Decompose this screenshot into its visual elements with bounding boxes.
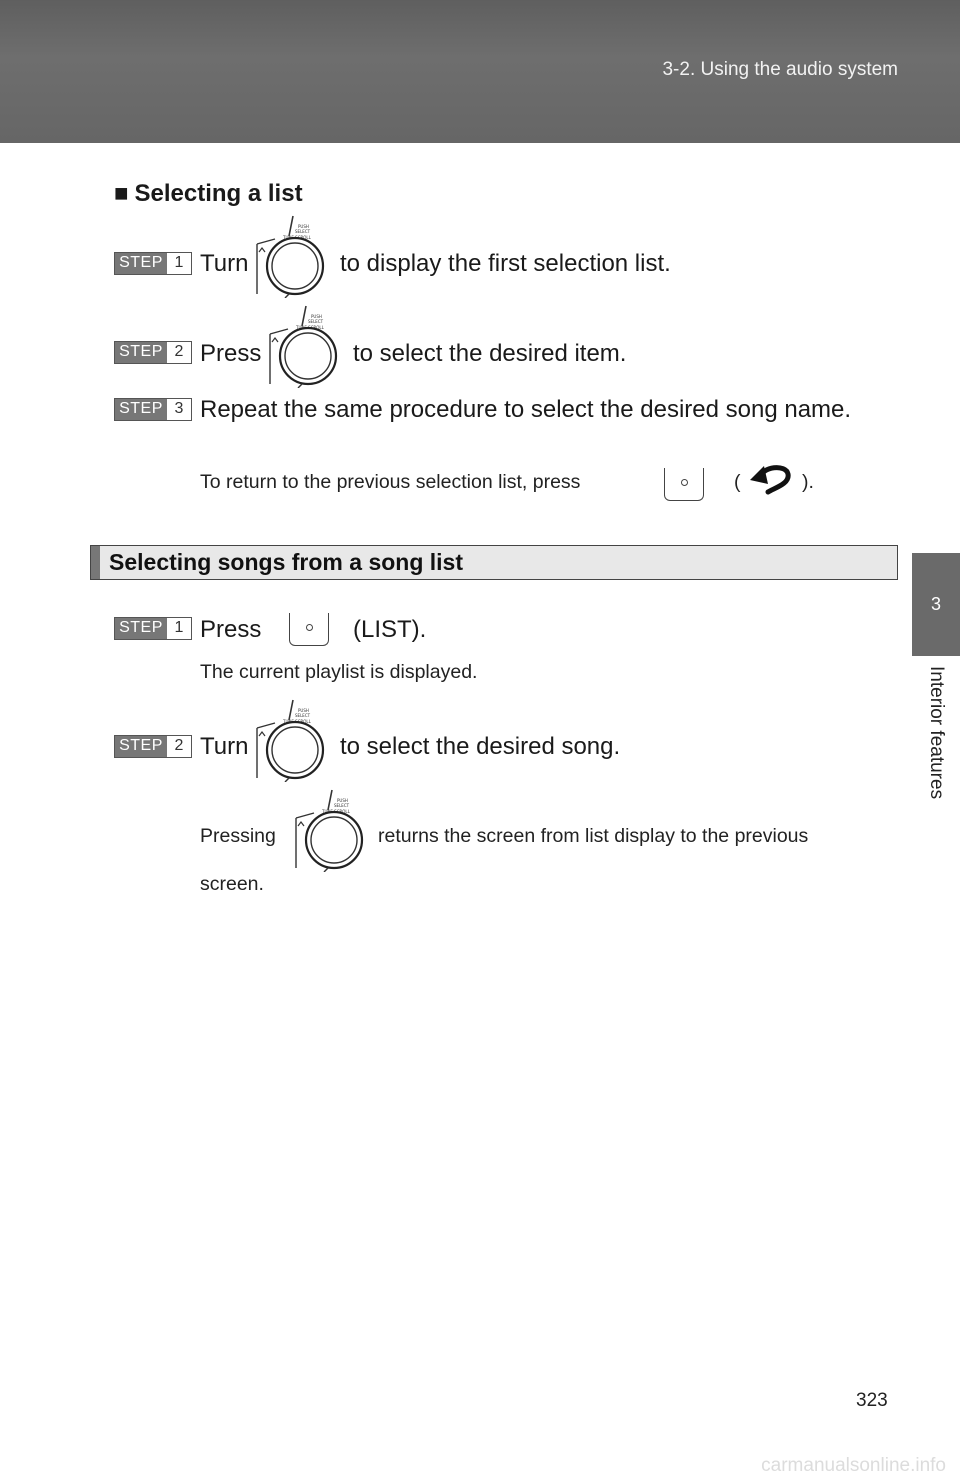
step-badge: STEP 2 [114, 735, 192, 758]
step-badge: STEP 1 [114, 252, 192, 275]
paren-close: ). [802, 471, 814, 493]
step-text-before: Press [200, 616, 262, 643]
svg-text:SELECT: SELECT [295, 713, 311, 718]
section-bar-heading-text: Selecting songs from a song list [109, 549, 464, 575]
tune-scroll-knob-icon: PUSH SELECT TUNE·SCROLL [269, 305, 338, 388]
step-number: 1 [167, 253, 191, 274]
step-number: 1 [167, 618, 191, 639]
push-button-icon [664, 468, 704, 501]
svg-text:PUSH: PUSH [337, 798, 348, 803]
step-text-before: Turn [200, 733, 249, 760]
note-text: Pressing [200, 825, 276, 847]
step-badge: STEP 3 [114, 398, 192, 421]
step-text: Repeat the same procedure to select the … [200, 396, 852, 423]
step-word: STEP [115, 342, 167, 363]
step-badge: STEP 1 [114, 617, 192, 640]
step-text-before: Turn [200, 250, 249, 277]
tune-scroll-knob-icon: PUSH SELECT TUNE·SCROLL [256, 699, 325, 782]
step-word: STEP [115, 399, 167, 420]
header-title: 3-2. Using the audio system [662, 59, 898, 80]
svg-text:SELECT: SELECT [308, 319, 324, 324]
tune-scroll-knob-icon: PUSH SELECT TUNE·SCROLL [256, 215, 325, 298]
step-text-before: Press [200, 340, 262, 367]
section-bar-heading: Selecting songs from a song list [90, 545, 898, 580]
step-number: 2 [167, 342, 191, 363]
chapter-tab: 3 [912, 553, 960, 656]
section-heading-text: Selecting a list [134, 180, 303, 207]
step-badge: STEP 2 [114, 341, 192, 364]
page-header: 3-2. Using the audio system [0, 0, 960, 143]
step-text-after: (LIST). [353, 616, 427, 643]
back-arrow-icon [750, 465, 791, 495]
heading-accent [91, 546, 100, 579]
svg-text:PUSH: PUSH [311, 314, 322, 319]
tune-scroll-knob-icon: PUSH SELECT TUNE·SCROLL [295, 789, 364, 872]
note-text-line2: screen. [200, 873, 264, 895]
step-word: STEP [115, 618, 167, 639]
section-heading: ■Selecting a list [114, 180, 303, 208]
chapter-label: Interior features [926, 666, 947, 800]
note-text: The current playlist is displayed. [200, 661, 478, 683]
square-bullet-icon: ■ [114, 180, 129, 207]
watermark: carmanualsonline.info [761, 1455, 946, 1476]
step-number: 3 [167, 399, 191, 420]
svg-text:SELECT: SELECT [295, 229, 311, 234]
paren-open: ( [734, 471, 741, 493]
step-word: STEP [115, 736, 167, 757]
push-button-icon [289, 613, 329, 646]
step-text-after: to select the desired item. [353, 340, 627, 367]
note-text: To return to the previous selection list… [200, 471, 581, 493]
page-number: 323 [856, 1390, 888, 1411]
note-text-after: returns the screen from list display to … [378, 825, 809, 847]
step-text-after: to display the first selection list. [340, 250, 671, 277]
svg-text:SELECT: SELECT [334, 803, 350, 808]
svg-text:PUSH: PUSH [298, 708, 309, 713]
step-number: 2 [167, 736, 191, 757]
step-word: STEP [115, 253, 167, 274]
step-text-after: to select the desired song. [340, 733, 621, 760]
svg-text:PUSH: PUSH [298, 224, 309, 229]
